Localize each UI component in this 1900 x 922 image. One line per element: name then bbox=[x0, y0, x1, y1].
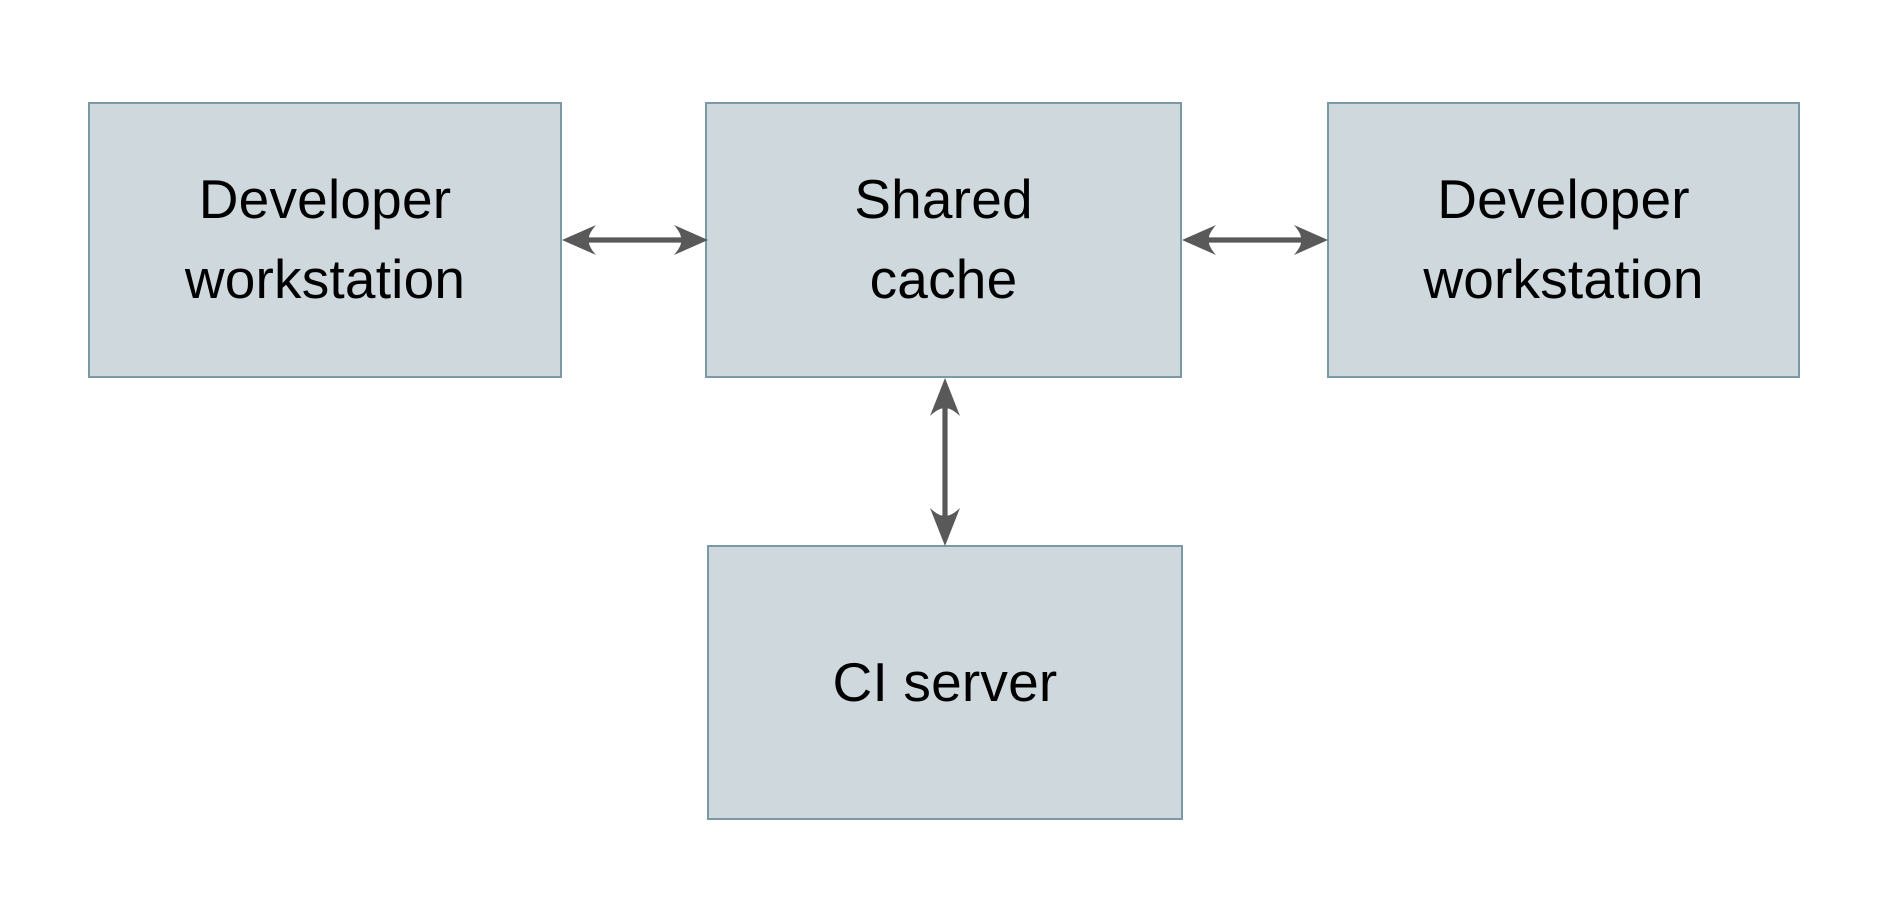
node-label-developer-workstation-left: Developer workstation bbox=[184, 168, 466, 310]
double-arrow-icon bbox=[1182, 225, 1328, 255]
node-label-ci-server: CI server bbox=[832, 650, 1058, 713]
node-developer-workstation-left[interactable]: Developer workstation bbox=[88, 102, 562, 378]
node-ci-server[interactable]: CI server bbox=[707, 545, 1183, 820]
node-developer-workstation-right[interactable]: Developer workstation bbox=[1327, 102, 1800, 378]
edge-shared-cache-to-ci-server[interactable] bbox=[910, 376, 980, 548]
double-arrow-icon bbox=[562, 225, 708, 255]
node-shared-cache[interactable]: Shared cache bbox=[705, 102, 1182, 378]
node-label-developer-workstation-right: Developer workstation bbox=[1423, 168, 1704, 310]
edge-shared-cache-to-developer-workstation-right[interactable] bbox=[1180, 205, 1330, 275]
edge-developer-workstation-left-to-shared-cache[interactable] bbox=[560, 205, 710, 275]
node-label-shared-cache: Shared cache bbox=[854, 168, 1033, 310]
double-arrow-icon bbox=[930, 378, 960, 546]
